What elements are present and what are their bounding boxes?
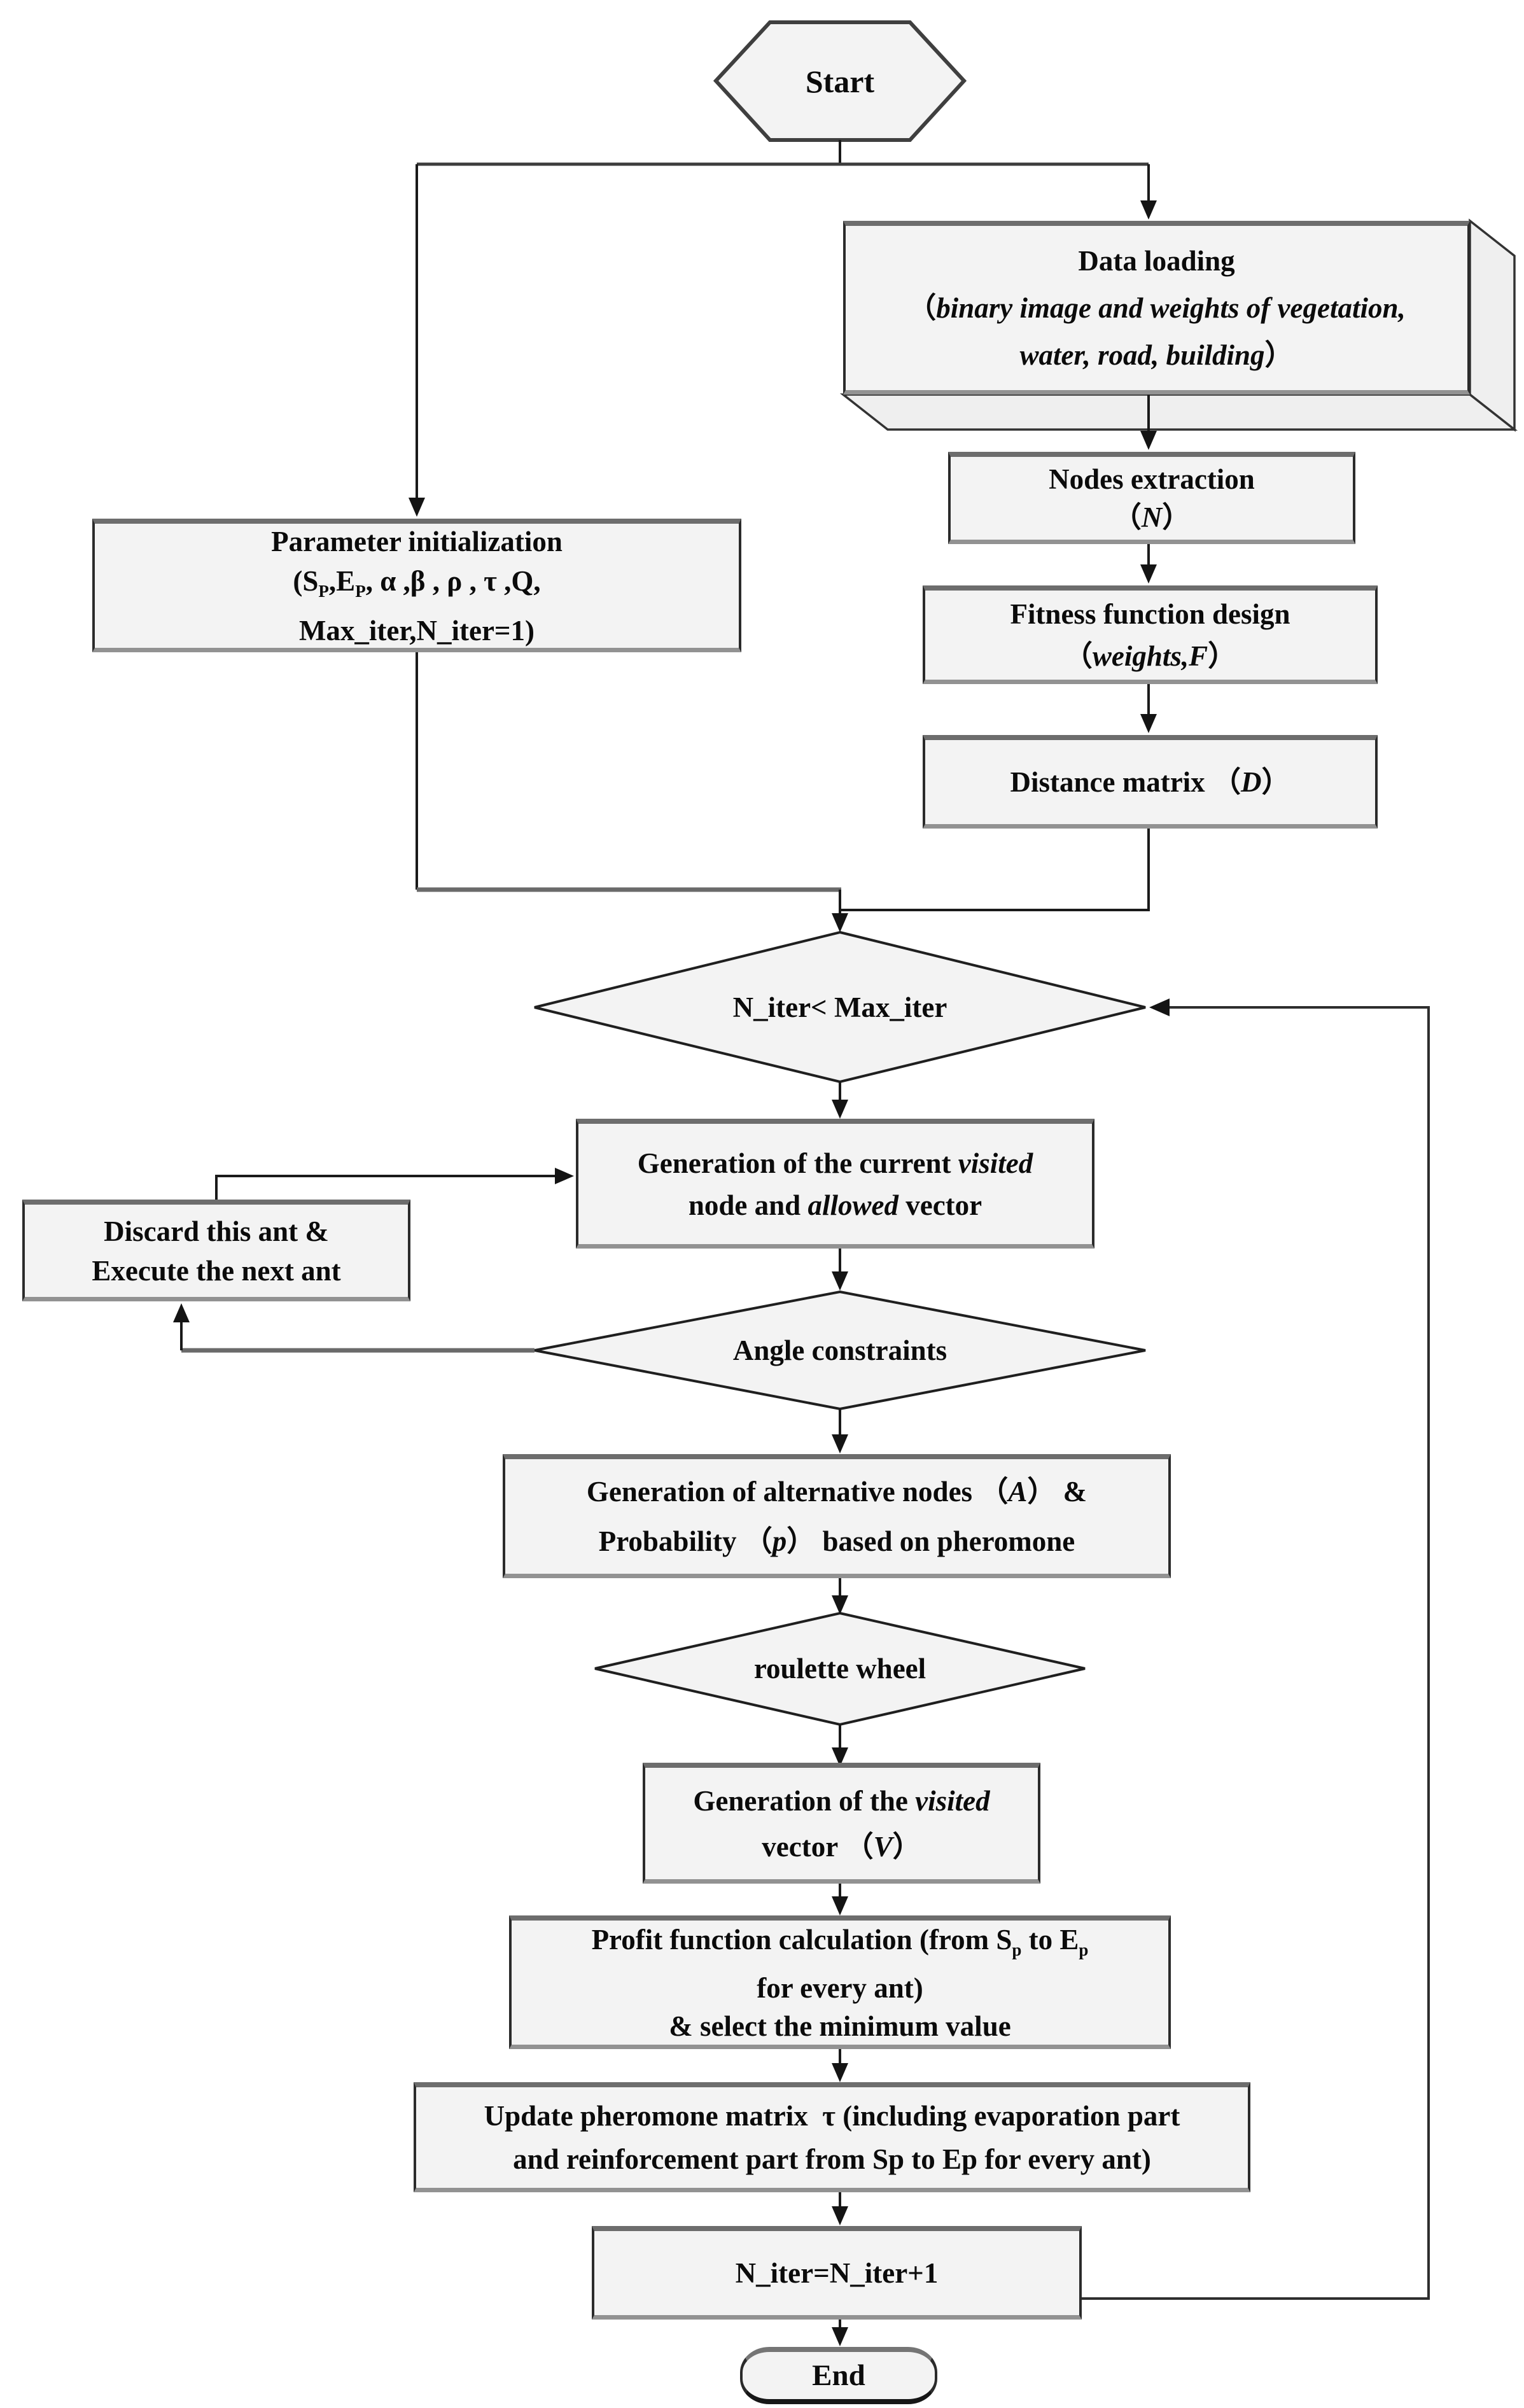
data-loading-box: Data loading（binary image and weights of… [843,221,1470,395]
arrowhead-into-itercheck-right [1149,998,1170,1016]
discard-ant-box: Discard this ant &Execute the next ant [22,1200,410,1301]
update-pheromone-box: Update pheromone matrix τ (including eva… [414,2082,1250,2192]
edge-distance-to-merge [840,829,1150,911]
parameter-initialization-box: Parameter initialization(SP,EP, α ,β , ρ… [92,519,741,652]
end-terminator: End [740,2347,937,2404]
angle-constraints-diamond: Angle constraints [732,1334,947,1366]
arrowhead-into-itercheck [832,913,848,932]
data-loading-3d-side [1469,218,1516,432]
arrowhead-into-distance [1140,714,1157,733]
data-loading-3d-bottom [839,393,1518,431]
edge-discard-to-gencurrent [215,1175,555,1200]
start-hexagon-shape [713,20,967,142]
arrowhead-into-end [832,2327,848,2346]
alternative-nodes-box: Generation of alternative nodes （A） &Pro… [503,1454,1171,1578]
arrowhead-into-niter [832,2206,848,2225]
arrowhead-into-profit [832,1896,848,1915]
edge-feedback-loop [1082,1006,1430,2300]
end-label: End [812,2359,865,2392]
arrowhead-into-fitness [1140,564,1157,584]
arrowhead-into-discard-bottom [173,1303,190,1322]
start-label: Start [805,63,875,99]
arrowhead-into-nodes [1140,431,1157,450]
start-terminator: Start [716,22,964,140]
arrowhead-into-altnodes [832,1434,848,1453]
arrowhead-into-param [409,498,425,517]
arrowhead-into-update [832,2063,848,2082]
arrowhead-into-gencurrent-top [832,1100,848,1119]
iteration-check-diamond: N_iter< Max_iter [732,991,947,1023]
iteration-increment-box: N_iter=N_iter+1 [592,2226,1082,2320]
arrowhead-into-roulette [832,1595,848,1614]
arrowhead-into-dataloading [1140,200,1157,220]
distance-matrix-box: Distance matrix （D） [923,735,1378,829]
profit-function-box: Profit function calculation (from Sp to … [509,1915,1171,2049]
roulette-wheel-diamond: roulette wheel [753,1653,926,1684]
arrowhead-into-genvisited [832,1747,848,1767]
arrowhead-into-gencurrent-left [555,1168,574,1184]
fitness-function-box: Fitness function design（weights,F） [923,585,1378,684]
nodes-extraction-box: Nodes extraction（N） [948,452,1355,544]
arrowhead-into-angle [832,1271,848,1291]
